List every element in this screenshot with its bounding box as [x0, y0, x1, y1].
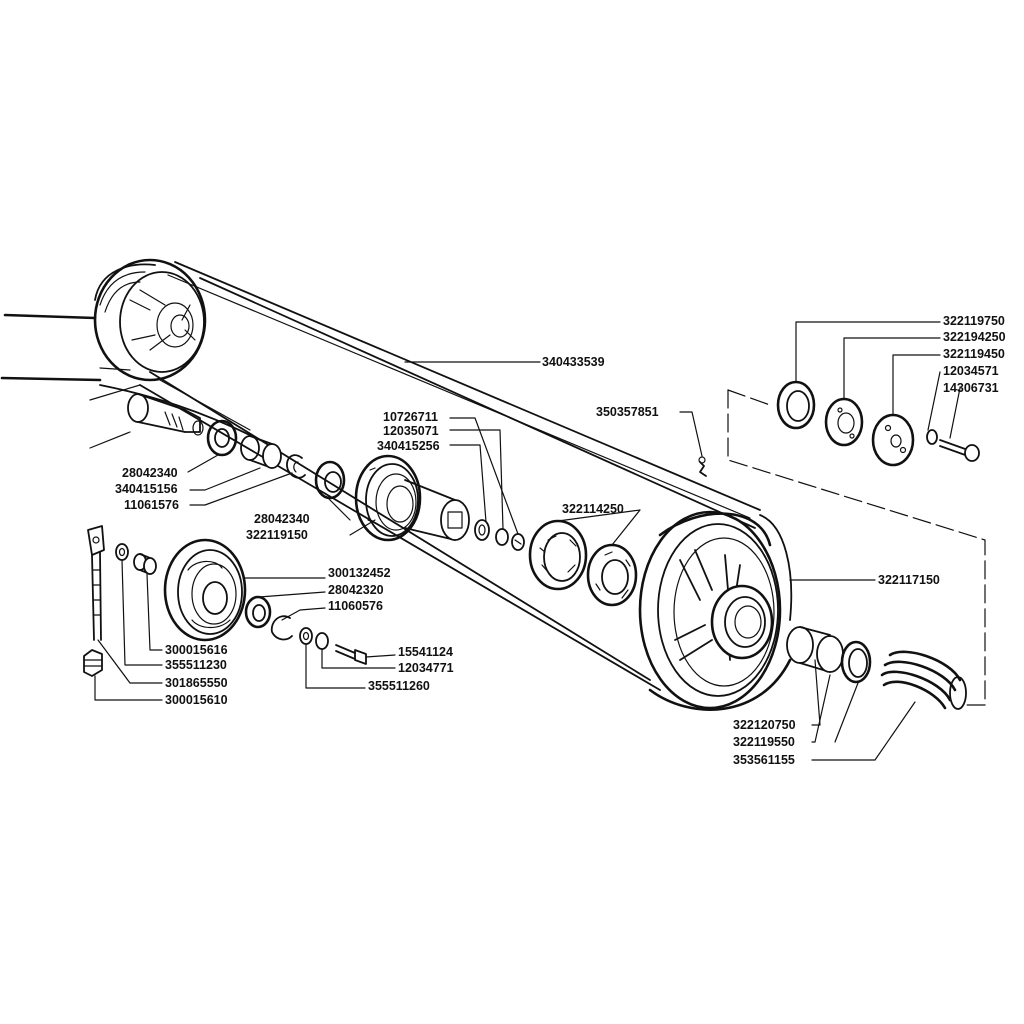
- bearing-28042320: [244, 595, 272, 629]
- label-322114250: 322114250: [562, 502, 624, 516]
- retainer-cap-322119750: [776, 380, 816, 430]
- washer-355511260: [299, 627, 313, 645]
- label-322194250: 322194250: [943, 330, 1006, 344]
- label-12034571: 12034571: [943, 364, 999, 378]
- hub-plate-322119450: [871, 413, 915, 467]
- label-28042340-b: 28042340: [254, 512, 310, 526]
- small-pulley-322119150: [354, 454, 470, 542]
- label-28042340-a: 28042340: [122, 466, 178, 480]
- washer-12034571: [926, 429, 938, 445]
- nut-300015610: [83, 649, 103, 677]
- circlip-11061576: [286, 454, 306, 479]
- label-322119150: 322119150: [246, 528, 308, 542]
- label-300132452: 300132452: [328, 566, 391, 580]
- leader-lines: [94, 321, 961, 761]
- label-340415156: 340415156: [115, 482, 178, 496]
- label-340433539: 340433539: [542, 355, 605, 369]
- circlip-11060576: [270, 615, 293, 641]
- label-12035071: 12035071: [383, 424, 439, 438]
- large-pulley-322117150: [638, 510, 793, 711]
- label-301865550: 301865550: [165, 676, 228, 690]
- label-12034771: 12034771: [398, 661, 454, 675]
- bolt-15541124: [335, 644, 367, 665]
- label-14306731: 14306731: [943, 381, 999, 395]
- spring-assembly: [786, 626, 967, 710]
- bearing-28042340-b: [314, 460, 346, 500]
- label-28042320: 28042320: [328, 583, 384, 597]
- clutch-plates-322114250: [528, 519, 638, 607]
- pulley-300132452: [163, 538, 247, 642]
- spacer-300015616: [133, 553, 157, 575]
- bushing-340415156: [240, 435, 282, 469]
- assembly-frame-dashed: [727, 389, 986, 706]
- left-drive-pulley: [0, 258, 261, 449]
- part-labels: 340433539 322119750 322194250 322119450 …: [115, 314, 1006, 767]
- bolt-14306731: [939, 439, 980, 462]
- label-340415256: 340415256: [377, 439, 440, 453]
- label-322117150: 322117150: [878, 573, 940, 587]
- tension-arm-shaft: [127, 393, 204, 436]
- label-322119750: 322119750: [943, 314, 1005, 328]
- flange-322194250: [824, 397, 864, 447]
- label-300015616: 300015616: [165, 643, 228, 657]
- label-322120750: 322120750: [733, 718, 796, 732]
- lock-washer-12034771: [315, 632, 329, 650]
- label-355511260: 355511260: [368, 679, 430, 693]
- label-10726711: 10726711: [383, 410, 438, 424]
- label-322119450: 322119450: [943, 347, 1005, 361]
- grease-nipple-350357851: [698, 456, 707, 477]
- drive-belt: [139, 261, 761, 691]
- label-11060576: 11060576: [328, 599, 383, 613]
- label-355511230: 355511230: [165, 658, 227, 672]
- label-11061576: 11061576: [124, 498, 179, 512]
- adjust-rod-301865550: [87, 525, 105, 641]
- label-15541124: 15541124: [398, 645, 453, 659]
- label-353561155: 353561155: [733, 753, 795, 767]
- label-300015610: 300015610: [165, 693, 228, 707]
- bearing-28042340-a: [206, 419, 238, 457]
- small-washers-group: [474, 519, 525, 551]
- label-322119550: 322119550: [733, 735, 795, 749]
- label-350357851: 350357851: [596, 405, 659, 419]
- washer-355511230: [115, 543, 129, 561]
